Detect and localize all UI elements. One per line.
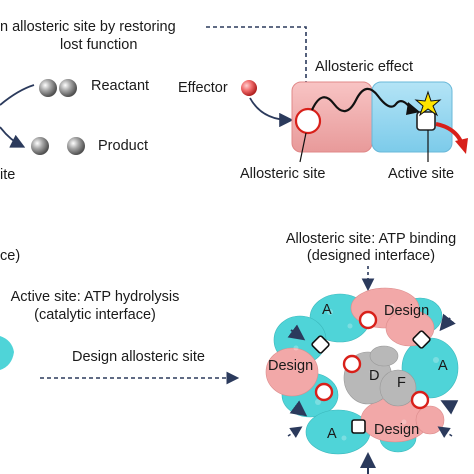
allosteric-binding-heading: Allosteric site: ATP binding: [285, 231, 457, 247]
allosteric-site-marker: [294, 107, 322, 135]
subunit-a-label-3: A: [327, 426, 337, 442]
blue-domain: [371, 81, 453, 153]
subunit-a-label-1: A: [322, 302, 332, 318]
subunit-a-label-2: A: [438, 358, 448, 374]
allosteric-wave: [310, 87, 413, 113]
reactant-ball-1: [39, 79, 57, 97]
allosteric-site-label: Allosteric site: [240, 166, 326, 182]
complex-dashed-arrow-2: [437, 426, 453, 438]
subunit-d-label: D: [369, 368, 380, 384]
left-protein-fragment: [0, 336, 14, 370]
reactant-label: Reactant: [91, 78, 150, 94]
site-fragment-label: ite: [0, 167, 16, 183]
dashed-connector-top: [206, 26, 313, 120]
complex-active-site-3: [351, 419, 366, 434]
complex-arrow-3: [289, 400, 308, 417]
wave-arrowhead: [406, 102, 420, 115]
effector-arrow: [249, 97, 294, 128]
complex-allosteric-site-2: [342, 354, 362, 374]
allosteric-site-pointer: [299, 132, 307, 163]
effector-ball: [241, 80, 257, 96]
effector-label: Effector: [178, 80, 228, 96]
complex-arrow-4: [440, 400, 459, 415]
reactant-ball-2: [59, 79, 77, 97]
complex-arrow-1: [287, 324, 306, 341]
complex-active-site-1: [311, 335, 330, 354]
left-fragment-label: ce): [0, 248, 21, 264]
complex-arrow-2: [439, 313, 456, 332]
top-caption-line1: n allosteric site by restoring: [0, 19, 176, 35]
complex-allosteric-site-1: [358, 310, 378, 330]
product-ball-1: [31, 137, 49, 155]
design-arrow-label: Design allosteric site: [72, 349, 205, 365]
curved-arrow-left-bottom: [0, 126, 26, 148]
design-label-3: Design: [374, 422, 420, 438]
top-caption-line2: lost function: [60, 37, 138, 53]
allosteric-binding-subheading: (designed interface): [306, 248, 436, 264]
complex-allosteric-site-4: [410, 390, 430, 410]
active-site-subheading: (catalytic interface): [34, 307, 156, 323]
product-ball-2: [67, 137, 85, 155]
active-site-heading: Active site: ATP hydrolysis: [10, 289, 180, 305]
active-site-label: Active site: [388, 166, 455, 182]
complex-allosteric-site-3: [314, 382, 334, 402]
design-label-2: Design: [268, 358, 314, 374]
output-arrowhead: [455, 138, 468, 154]
activation-star-icon: [414, 90, 442, 117]
curved-arrow-left-top: [0, 84, 35, 106]
allosteric-effect-label: Allosteric effect: [315, 59, 414, 75]
active-site-marker: [416, 111, 436, 131]
design-label-1: Design: [384, 303, 430, 319]
complex-active-site-2: [412, 330, 431, 349]
product-label: Product: [98, 138, 148, 154]
complex-dashed-arrow-1: [287, 426, 303, 438]
subunit-f-label: F: [397, 375, 406, 391]
